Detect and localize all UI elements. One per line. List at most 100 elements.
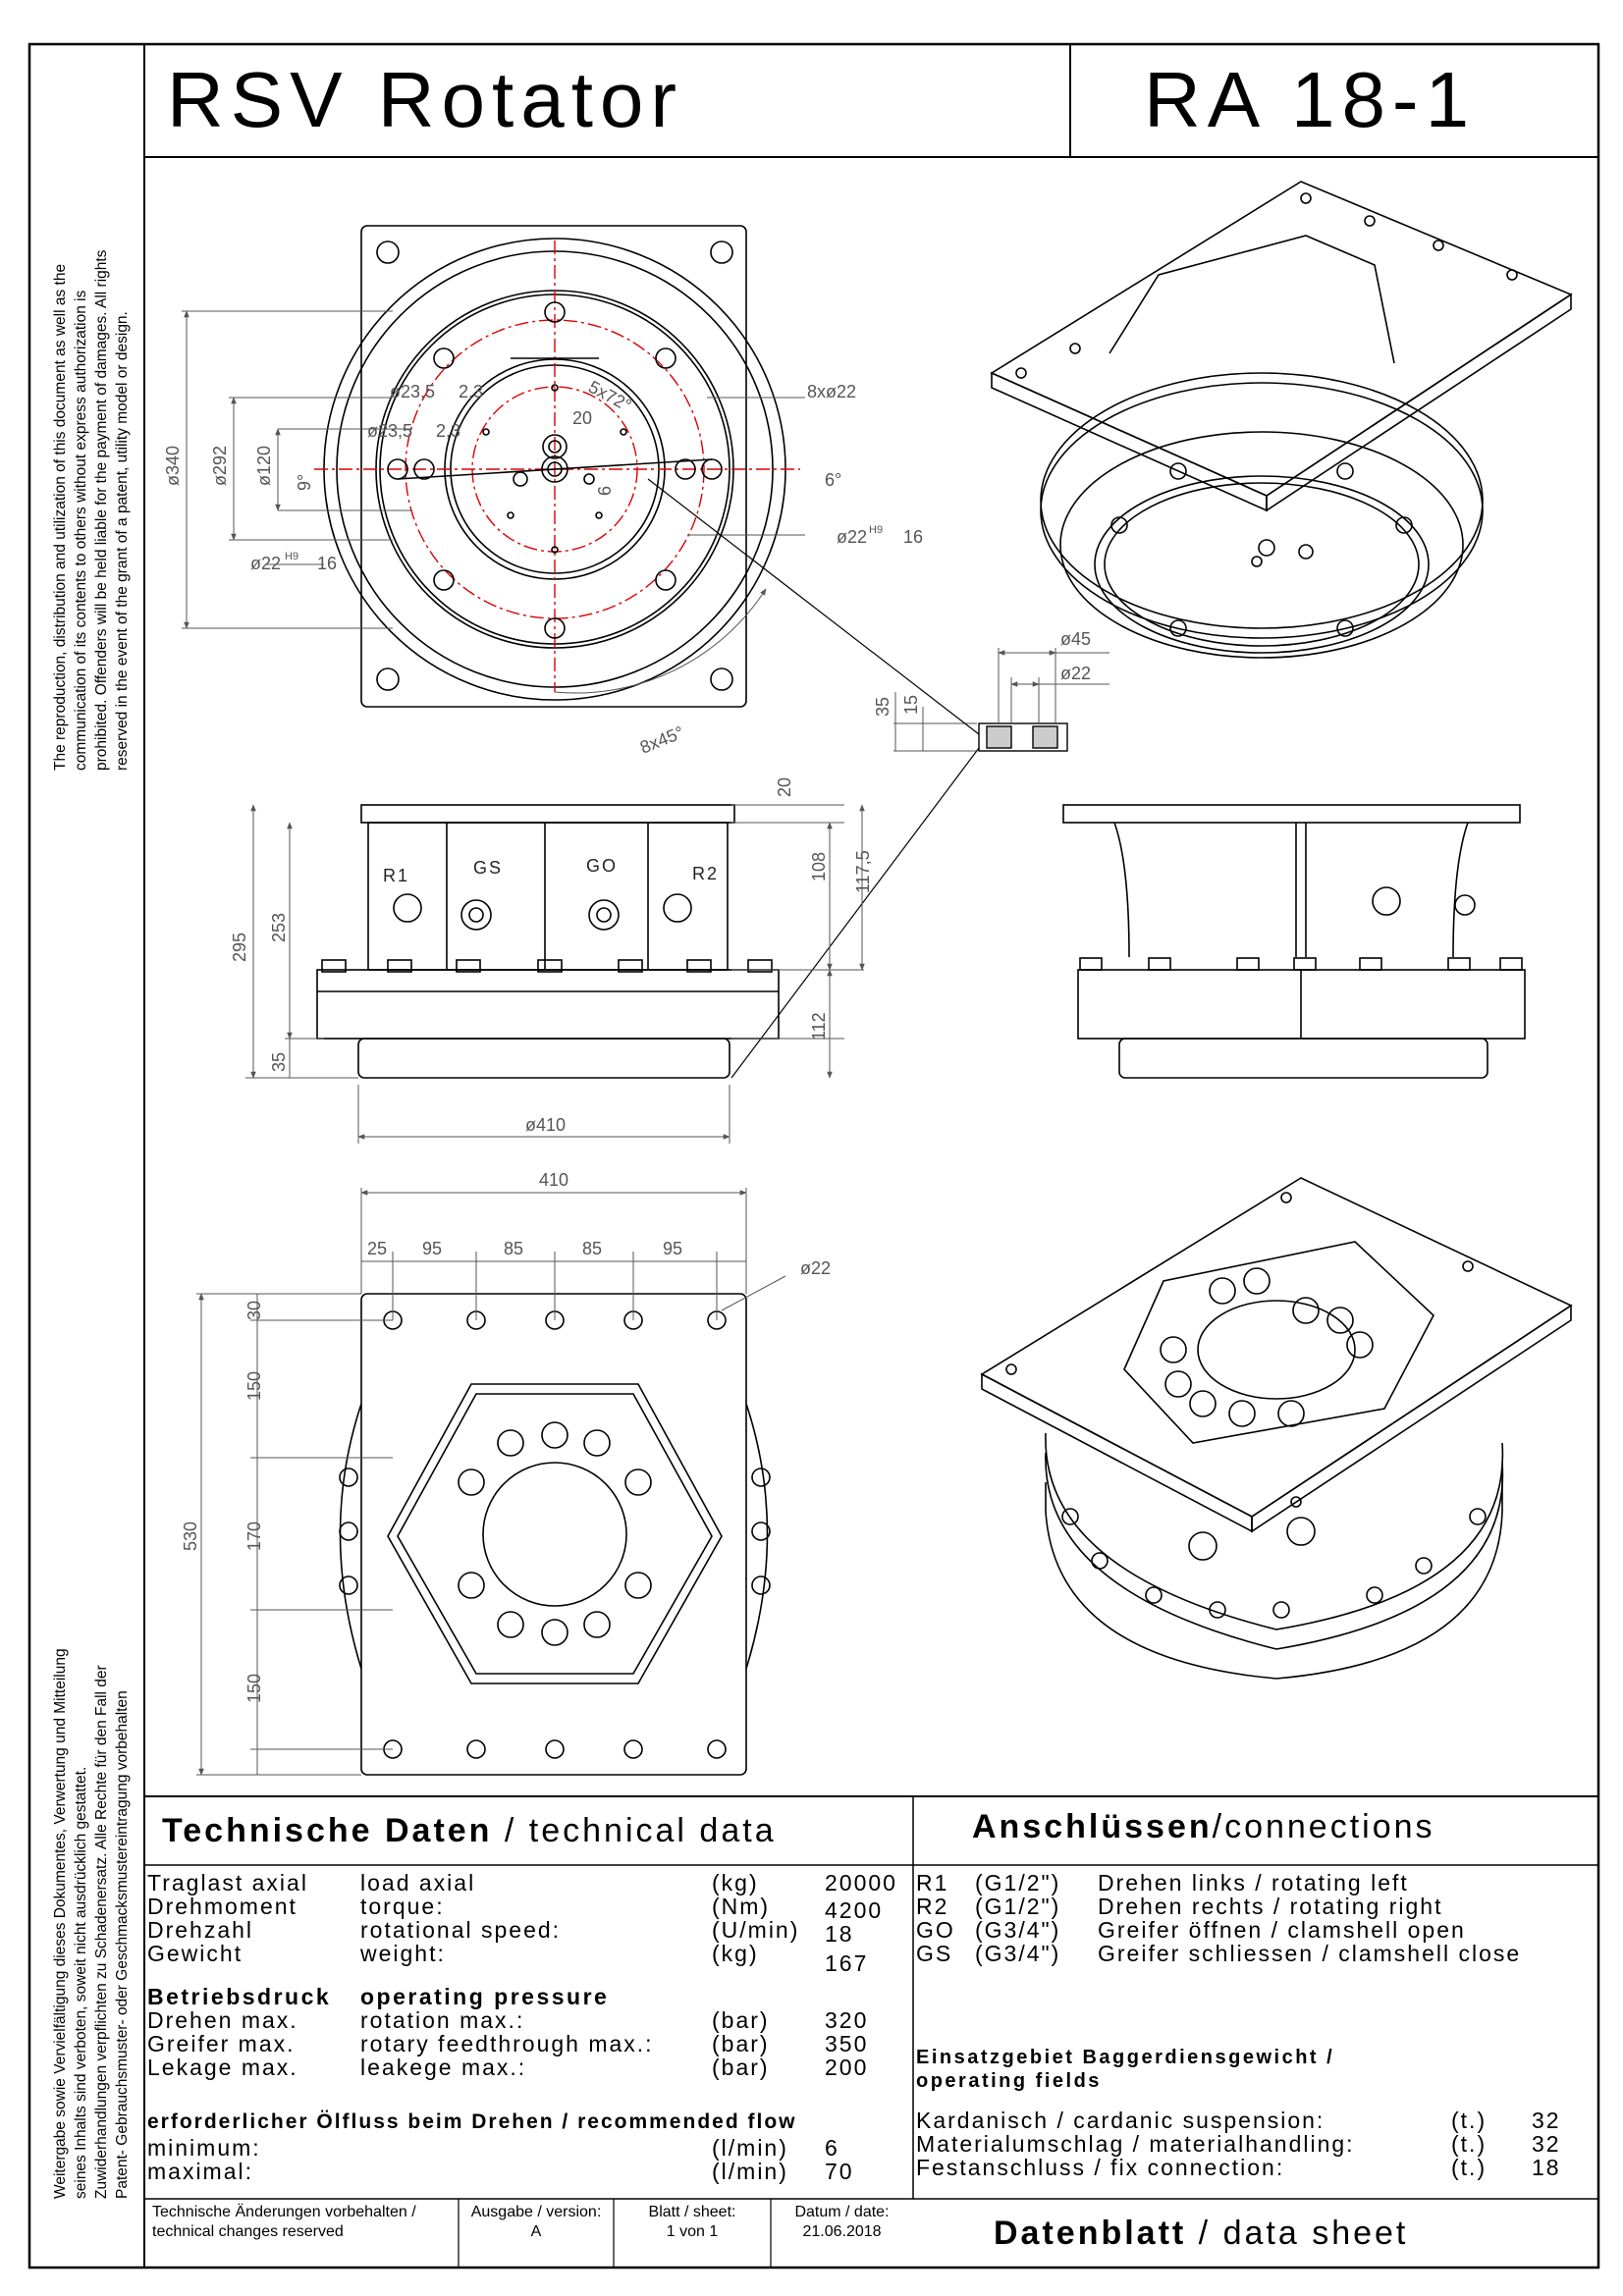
- spec-unit: (Nm): [712, 1894, 771, 1919]
- svg-text:ø292: ø292: [210, 446, 230, 486]
- side-view-dims: [245, 804, 865, 1144]
- spec-unit: (U/min): [712, 1917, 800, 1943]
- svg-text:25: 25: [367, 1239, 387, 1258]
- svg-text:6°: 6°: [825, 470, 841, 490]
- datasheet-label: Datenblatt / data sheet: [994, 2215, 1409, 2252]
- svg-text:95: 95: [422, 1239, 442, 1258]
- pressure-heading-de: Betriebsdruck: [147, 1984, 332, 2009]
- flow-value: 70: [825, 2159, 854, 2184]
- connection-desc: Drehen links / rotating left: [1098, 1870, 1409, 1896]
- version-cell: Ausgabe / version: A: [470, 2204, 602, 2240]
- connection-thread: (G3/4"): [975, 1917, 1061, 1943]
- svg-text:530: 530: [181, 1522, 200, 1551]
- top-view-labels: ø340 ø292 ø120 9° ø23,5 2,3 ø23,5 2,3 5x…: [163, 377, 923, 758]
- field-unit: (t.): [1451, 2108, 1488, 2133]
- svg-text:20: 20: [775, 777, 794, 797]
- svg-text:ø23,5: ø23,5: [367, 421, 412, 441]
- spec-unit: (bar): [712, 2031, 770, 2056]
- svg-text:ø340: ø340: [163, 446, 183, 486]
- date-cell: Datum / date: 21.06.2018: [794, 2204, 890, 2240]
- flow-value: 6: [825, 2135, 839, 2161]
- connection-thread: (G1/2"): [975, 1870, 1061, 1896]
- spec-value: 200: [825, 2055, 869, 2080]
- flow-heading: erforderlicher Ölfluss beim Drehen / rec…: [147, 2110, 797, 2133]
- bottom-view-dims: [196, 1188, 786, 1776]
- svg-text:150: 150: [244, 1674, 264, 1703]
- connection-thread: (G1/2"): [975, 1894, 1061, 1919]
- spec-value: 4200: [825, 1897, 884, 1923]
- top-view: [314, 225, 800, 708]
- svg-text:9°: 9°: [295, 474, 314, 491]
- svg-text:85: 85: [504, 1239, 523, 1258]
- spec-value: 20000: [825, 1870, 897, 1896]
- fields-heading: operating fields: [916, 2070, 1102, 2092]
- connection-desc: Drehen rechts / rotating right: [1098, 1894, 1443, 1919]
- field-unit: (t.): [1451, 2155, 1488, 2180]
- field-unit: (t.): [1451, 2131, 1488, 2157]
- flow-unit: (l/min): [712, 2135, 788, 2161]
- technical-data-heading: Technische Daten / technical data: [162, 1812, 777, 1849]
- bottom-view: [339, 1293, 771, 1776]
- legal-line: seines Inhalts sind verboten, soweit nic…: [73, 1766, 89, 2199]
- svg-text:R2: R2: [692, 864, 719, 883]
- sheet-cell: Blatt / sheet: 1 von 1: [648, 2204, 736, 2240]
- svg-text:253: 253: [269, 913, 289, 942]
- spec-value: 320: [825, 2007, 869, 2033]
- svg-text:8xø22: 8xø22: [807, 382, 856, 401]
- spec-en: weight:: [360, 1941, 446, 1966]
- connection-code: GS: [916, 1941, 953, 1966]
- svg-text:2,3: 2,3: [436, 421, 460, 441]
- document-title: RSV Rotator: [167, 56, 684, 143]
- changes-note: Technische Änderungen vorbehalten / tech…: [152, 2204, 416, 2240]
- spec-unit: (kg): [712, 1941, 759, 1966]
- spec-de: Greifer max.: [147, 2031, 296, 2056]
- svg-text:8x45°: 8x45°: [637, 722, 686, 758]
- spec-de: Gewicht: [147, 1941, 243, 1966]
- svg-text:6: 6: [595, 486, 615, 496]
- field-label: Kardanisch / cardanic suspension:: [916, 2108, 1325, 2133]
- side-view-labels: 20 108 117,5 112 295 253 35 ø410 R1 GS G…: [230, 777, 873, 1135]
- connection-desc: Greifer öffnen / clamshell open: [1098, 1917, 1466, 1943]
- section-detail-labels: ø45 ø22 35 15: [873, 629, 1091, 717]
- flow-label: minimum:: [147, 2135, 261, 2161]
- spec-en: load axial: [360, 1870, 476, 1896]
- svg-text:16: 16: [903, 527, 923, 547]
- spec-value: 350: [825, 2031, 869, 2056]
- technical-drawing: ø340 ø292 ø120 9° ø23,5 2,3 ø23,5 2,3 5x…: [163, 181, 1573, 1776]
- pressure-heading-en: operating pressure: [360, 1984, 610, 2009]
- top-view-dimensions: [182, 310, 805, 694]
- svg-text:ø22: ø22: [837, 527, 867, 547]
- spec-en: rotation max.:: [360, 2007, 525, 2033]
- svg-text:ø22: ø22: [1060, 664, 1091, 683]
- side-view: [316, 804, 780, 1079]
- svg-text:ø23,5: ø23,5: [390, 382, 435, 401]
- svg-text:16: 16: [317, 554, 337, 573]
- field-value: 18: [1532, 2155, 1561, 2180]
- svg-text:GS: GS: [473, 858, 503, 878]
- svg-text:35: 35: [873, 697, 893, 717]
- spec-en: torque:: [360, 1894, 445, 1919]
- svg-text:5x72°: 5x72°: [585, 377, 634, 415]
- fields-heading: Einsatzgebiet Baggerdiensgewicht /: [916, 2047, 1335, 2068]
- svg-text:117,5: 117,5: [853, 850, 873, 893]
- spec-de: Drehen max.: [147, 2007, 298, 2033]
- svg-text:ø22: ø22: [800, 1258, 831, 1278]
- spec-en: rotational speed:: [360, 1917, 562, 1943]
- svg-text:295: 295: [230, 933, 249, 962]
- spec-en: rotary feedthrough max.:: [360, 2031, 654, 2056]
- rear-side-view: [1062, 804, 1526, 1079]
- svg-text:H9: H9: [285, 551, 298, 562]
- spec-de: Drehmoment: [147, 1894, 298, 1919]
- field-label: Festanschluss / fix connection:: [916, 2155, 1285, 2180]
- svg-text:GO: GO: [586, 856, 618, 876]
- connection-thread: (G3/4"): [975, 1941, 1061, 1966]
- spec-unit: (bar): [712, 2055, 770, 2080]
- svg-text:20: 20: [572, 408, 592, 428]
- spec-unit: (bar): [712, 2007, 770, 2033]
- svg-text:15: 15: [901, 695, 921, 715]
- spec-de: Lekage max.: [147, 2055, 298, 2080]
- model-number: RA 18-1: [1144, 56, 1477, 143]
- spec-value: 18: [825, 1921, 854, 1947]
- svg-text:150: 150: [244, 1371, 264, 1401]
